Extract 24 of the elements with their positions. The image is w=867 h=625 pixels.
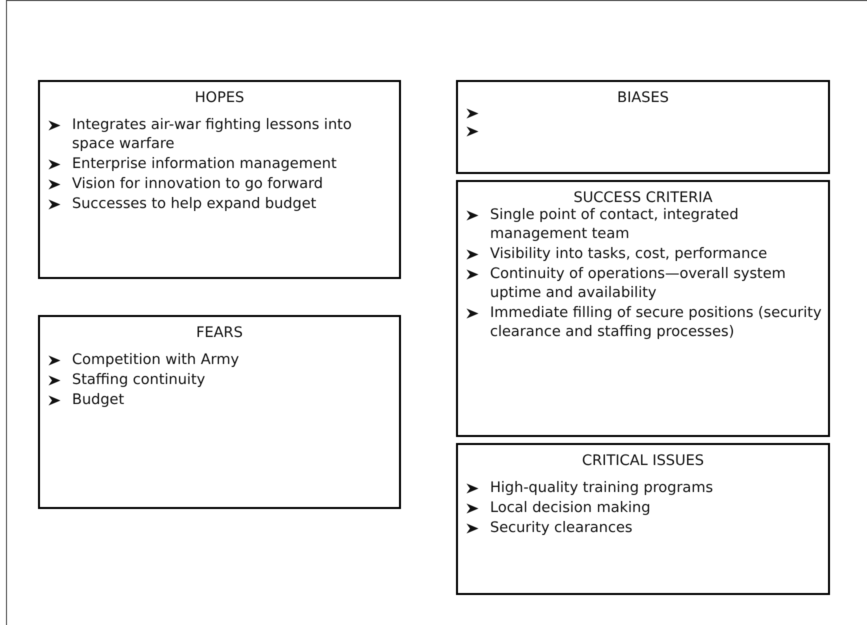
list-panel: [456, 443, 830, 595]
panel-heading: CRITICAL ISSUES: [580, 453, 705, 469]
list-panel: [456, 80, 830, 174]
list-item: Competition with Army: [72, 352, 240, 368]
panel-heading: BIASES: [616, 90, 670, 106]
list-panel: [38, 315, 401, 509]
list-item: Vision for innovation to go forward: [72, 176, 324, 192]
list-item: Successes to help expand budget: [72, 196, 316, 212]
list-item: Security clearances: [490, 520, 632, 536]
list-item: Enterprise information management: [72, 156, 337, 172]
list-panel: [38, 80, 401, 279]
list-item: Single point of contact, integrated management team: [490, 207, 739, 242]
list-item: Continuity of operations—overall system uptime and availability: [490, 266, 786, 301]
panel-heading: FEARS: [195, 325, 244, 341]
panel-heading: SUCCESS CRITERIA: [572, 190, 714, 206]
list-item: Immediate filling of secure positions (security clearance and staffing processes): [490, 305, 822, 340]
list-panel: [456, 180, 830, 437]
list-item: High-quality training programs: [490, 480, 714, 496]
list-item: Budget: [72, 392, 124, 408]
list-item: Local decision making: [490, 500, 650, 516]
list-item: Staffing continuity: [72, 372, 206, 388]
list-item: Integrates air-war fighting lessons into space warfare: [72, 117, 352, 152]
panel-heading: HOPES: [194, 90, 246, 106]
list-item: Visibility into tasks, cost, performance: [490, 246, 768, 262]
